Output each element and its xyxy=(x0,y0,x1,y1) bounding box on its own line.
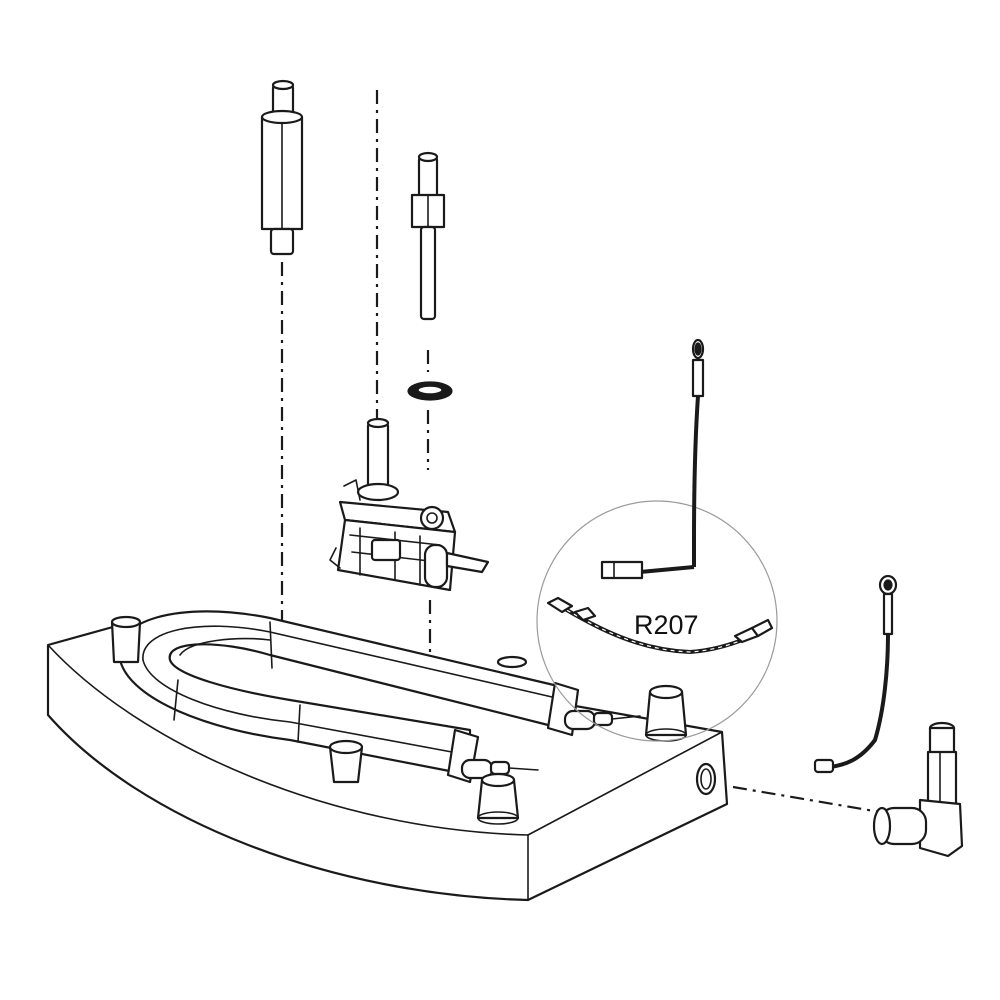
wire-harness-r207 xyxy=(546,596,774,655)
thermostat-assembly xyxy=(329,417,490,592)
elbow-fitting xyxy=(872,721,964,858)
callout-label: R207 xyxy=(634,610,699,640)
washer xyxy=(407,381,453,401)
connector-left xyxy=(546,596,574,614)
boss xyxy=(328,739,364,784)
thermostat-shaft xyxy=(410,151,446,321)
callout: R207 xyxy=(536,500,778,742)
boss-top xyxy=(496,655,528,669)
boss xyxy=(476,772,520,825)
side-port-hole xyxy=(695,762,717,796)
assembly-axis-lines xyxy=(280,90,881,814)
callout-circle xyxy=(536,500,778,742)
boss xyxy=(644,684,688,742)
wire-lead-right xyxy=(813,574,898,774)
standoff-stud xyxy=(260,79,304,256)
element-terminals xyxy=(460,709,641,780)
boss xyxy=(110,615,142,664)
wire-lead-upper xyxy=(600,338,705,580)
mounting-bosses xyxy=(110,615,688,825)
